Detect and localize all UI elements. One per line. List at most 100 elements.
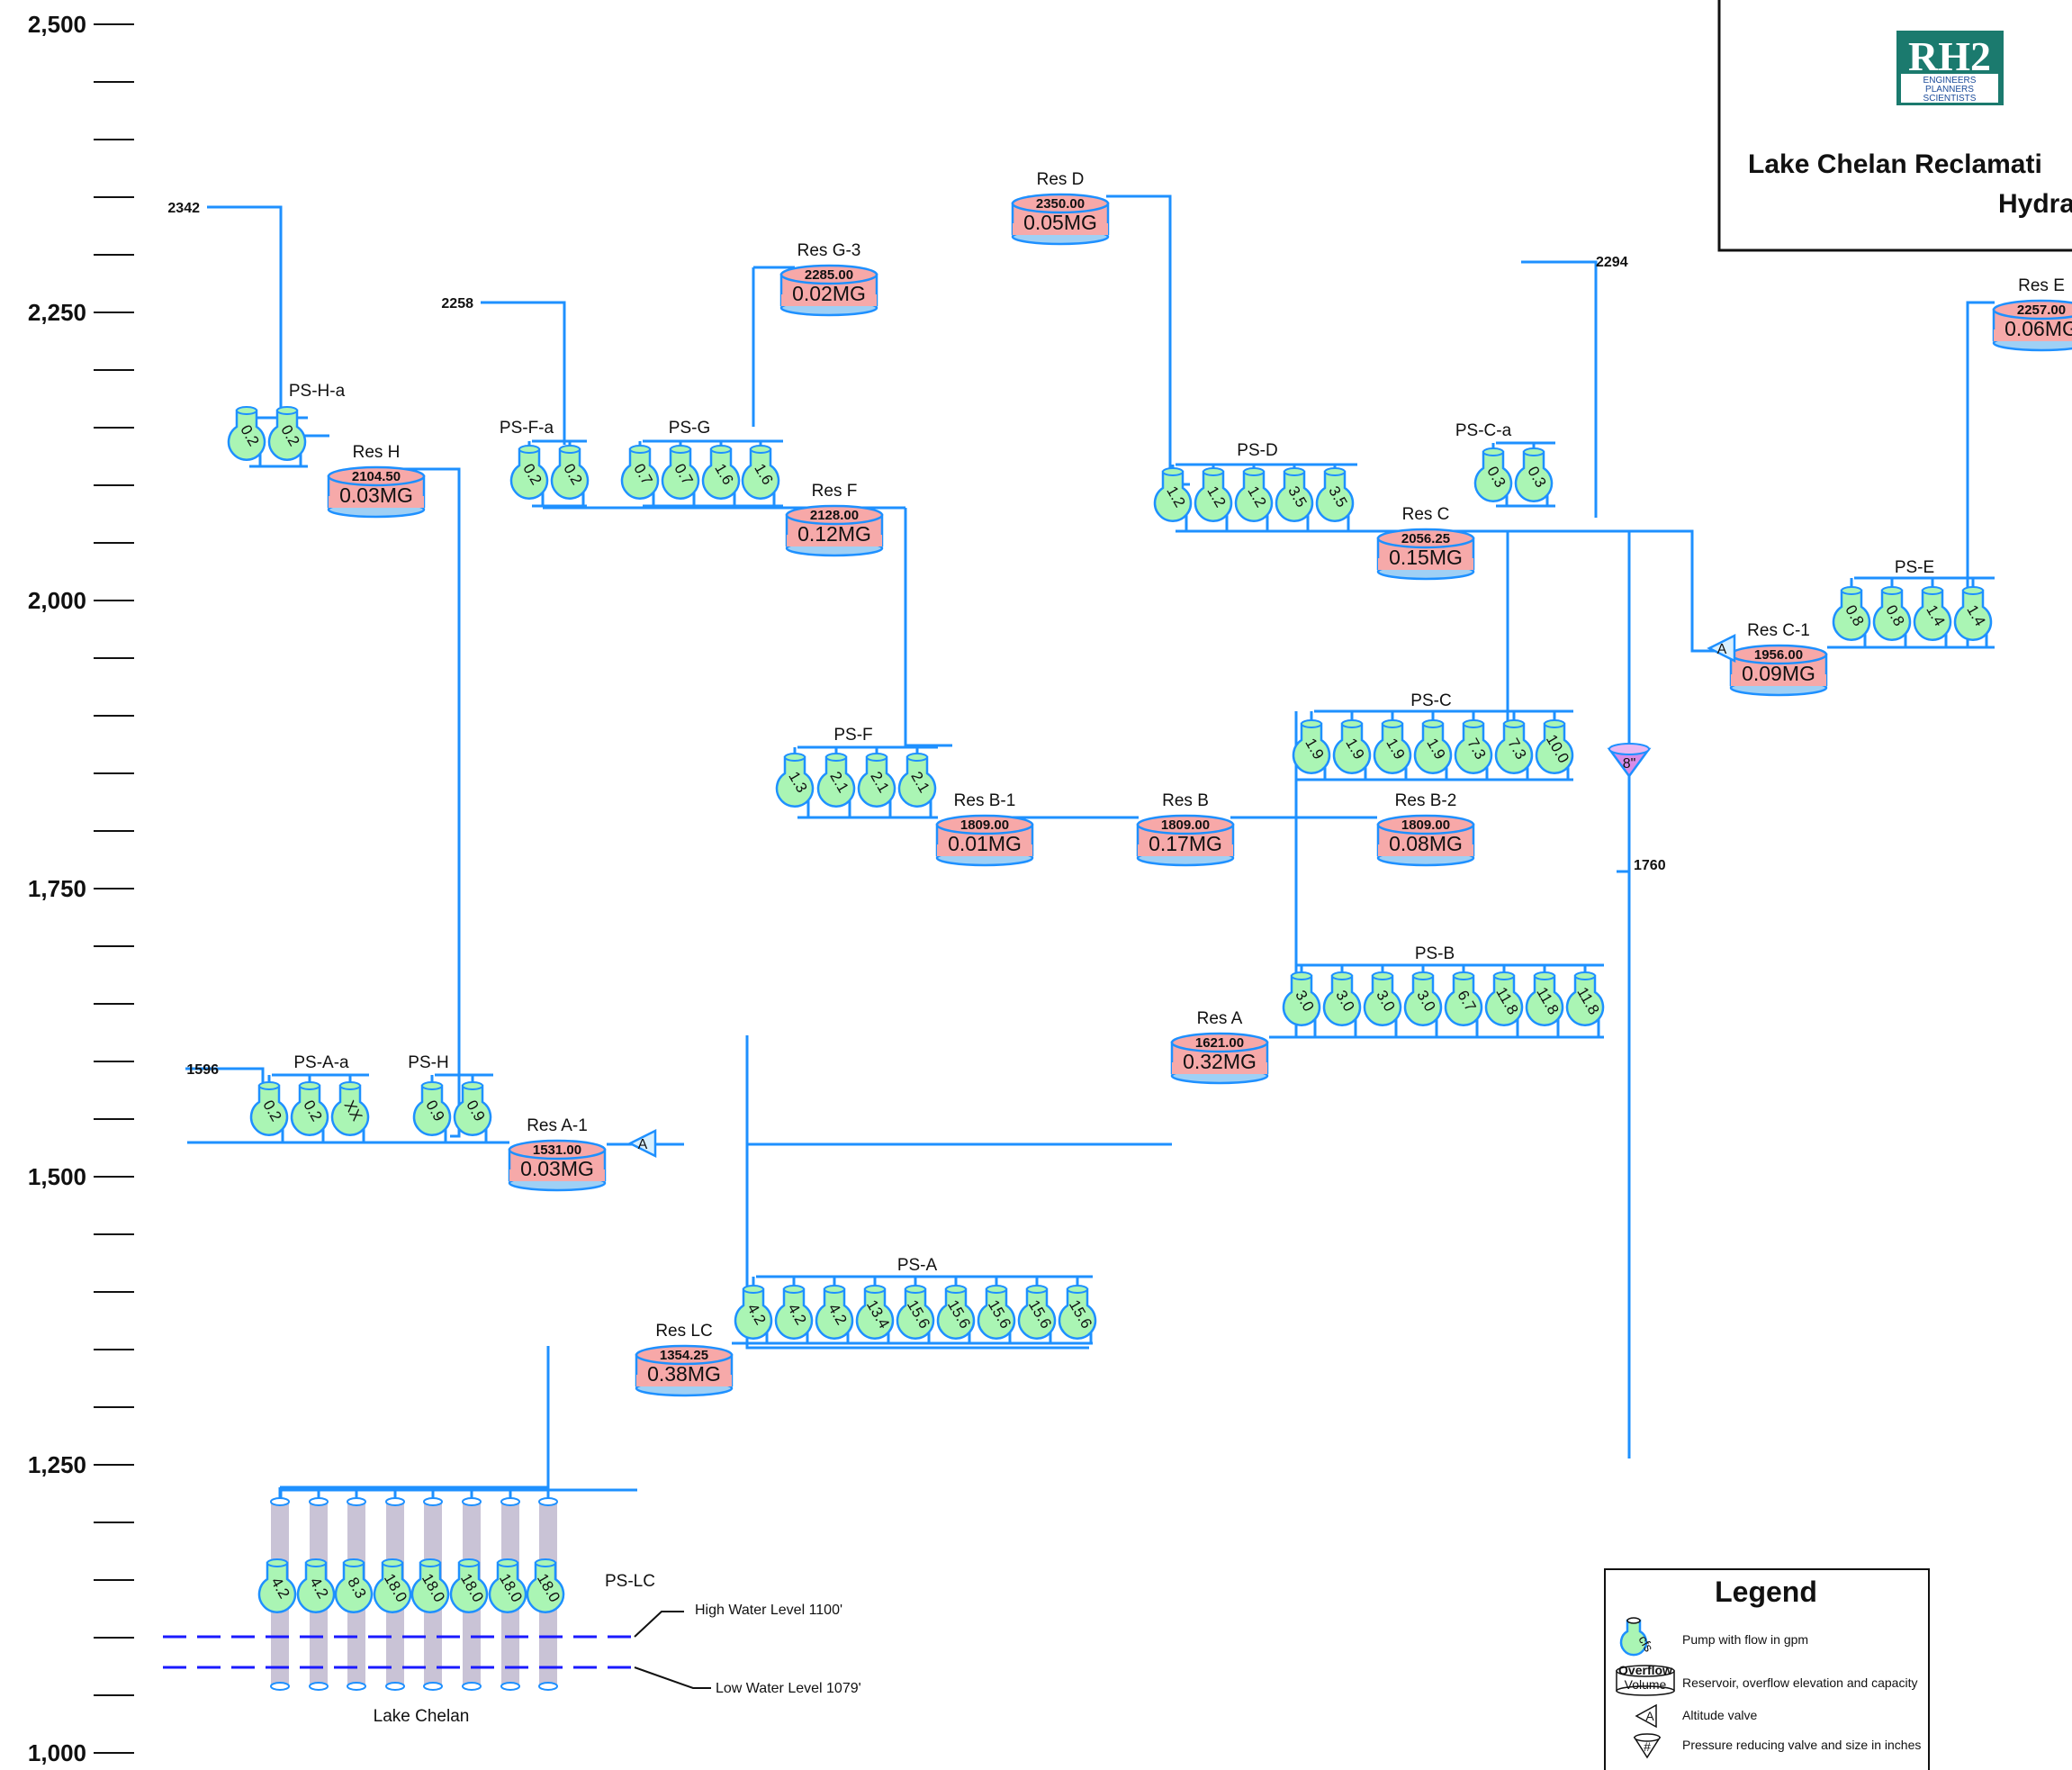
- pump-top: [866, 753, 887, 762]
- pipe-segment: [904, 508, 952, 747]
- pipe-endpoint-elevation: 2258: [441, 296, 473, 312]
- pump-top: [629, 445, 651, 454]
- pump-top: [382, 1558, 403, 1567]
- pump-top: [1463, 719, 1484, 728]
- pump: 6.7: [1444, 971, 1483, 1026]
- logo-sub-2: PLANNERS: [1925, 85, 1974, 95]
- pump-body: [1525, 974, 1564, 1026]
- reservoir-overflow-elevation: 1354.25: [660, 1348, 708, 1363]
- reservoir-top: [327, 465, 426, 487]
- intake-top: [347, 1497, 366, 1506]
- reservoir-capacity: 0.03MG: [339, 483, 413, 507]
- reservoir-name: Res C-1: [1747, 621, 1810, 640]
- pipe-network: [185, 194, 1995, 1500]
- pump: 0.2: [249, 1081, 289, 1136]
- pump-station-label: PS-H: [408, 1053, 448, 1072]
- legend-item-pump: Pump with flow in gpm: [1682, 1632, 1808, 1647]
- pump-body: [815, 1287, 854, 1340]
- pipe-segment: [1230, 711, 1298, 819]
- reservoir-overflow-elevation: 1809.00: [1401, 817, 1450, 833]
- pump-body: [1403, 974, 1443, 1026]
- axis-tick-label: 2,500: [28, 11, 86, 38]
- pump-top: [497, 1558, 518, 1567]
- legend-altitude-valve-shape: [1635, 1703, 1657, 1729]
- pump: 1.6: [741, 445, 780, 500]
- pump: 10.0: [1535, 719, 1574, 774]
- pump-top: [1544, 719, 1565, 728]
- pump-body: [1514, 450, 1554, 502]
- pump-body: [816, 755, 856, 808]
- pump-top: [1962, 586, 1984, 595]
- pump-body: [1292, 722, 1331, 774]
- pump-top: [1523, 447, 1545, 456]
- pump-top: [824, 1285, 845, 1294]
- pump-station-label: PS-E: [1895, 558, 1934, 577]
- pipe-segment: [745, 1035, 1172, 1146]
- pump: 1.9: [1373, 719, 1412, 774]
- pump: 4.2: [257, 1558, 297, 1613]
- reservoir-overflow-elevation: 2285.00: [805, 267, 853, 283]
- logo-sub-box: [1901, 74, 1998, 103]
- reservoir-top: [785, 504, 884, 526]
- pump-station-label: PS-F-a: [500, 419, 554, 438]
- pump-top: [299, 1081, 320, 1090]
- pump-body: [897, 755, 937, 808]
- reservoir-capacity: 0.32MG: [1183, 1050, 1257, 1073]
- pipe-endpoint-elevation: 2342: [167, 201, 200, 216]
- reservoir-body-fill: [1378, 844, 1473, 856]
- reservoir-body-fill: [509, 1169, 605, 1181]
- pressure-reducing-valve: 8": [1607, 743, 1652, 779]
- reservoir-capacity: 0.03MG: [520, 1157, 594, 1180]
- legend-prv-text: #: [1644, 1739, 1651, 1754]
- pump-top: [1291, 971, 1312, 980]
- pump-top: [1243, 467, 1265, 476]
- logo-text: RH2: [1908, 33, 1991, 79]
- title-line-2: Hydra: [1998, 189, 2072, 219]
- pump-body: [449, 1561, 489, 1613]
- pump: 4.2: [296, 1558, 336, 1613]
- pump: 2.1: [897, 753, 937, 808]
- pump-body: [1484, 974, 1524, 1026]
- pump-body: [857, 755, 896, 808]
- altitude-valve-res-c1: A: [1707, 633, 1736, 664]
- pump: 0.2: [509, 445, 549, 500]
- pump: 4.2: [815, 1285, 854, 1340]
- reservoir-body-fill: [636, 1375, 732, 1386]
- pump: 3.0: [1282, 971, 1321, 1026]
- pump: 15.6: [936, 1285, 976, 1340]
- reservoir-top: [1376, 814, 1475, 835]
- pump-top: [1412, 971, 1434, 980]
- pump-body: [1473, 450, 1513, 502]
- reservoir-overflow-elevation: 2257.00: [2017, 303, 2066, 318]
- reservoir-top: [508, 1139, 607, 1160]
- pump: 18.0: [449, 1558, 489, 1613]
- pump: 1.4: [1953, 586, 1993, 641]
- pump-top: [743, 1285, 764, 1294]
- pump-top: [864, 1285, 886, 1294]
- pump-top: [343, 1558, 365, 1567]
- legend-pump-body: [1619, 1619, 1648, 1657]
- pump: 18.0: [373, 1558, 412, 1613]
- pump-body: [774, 1287, 814, 1340]
- reservoir-top: [1136, 814, 1235, 835]
- pump-top: [1922, 586, 1943, 595]
- pump: 15.6: [896, 1285, 935, 1340]
- pump: 3.5: [1275, 467, 1314, 522]
- pump-top: [1841, 586, 1862, 595]
- pump-top: [1482, 447, 1504, 456]
- pump-body: [227, 409, 266, 461]
- pump: 3.0: [1363, 971, 1402, 1026]
